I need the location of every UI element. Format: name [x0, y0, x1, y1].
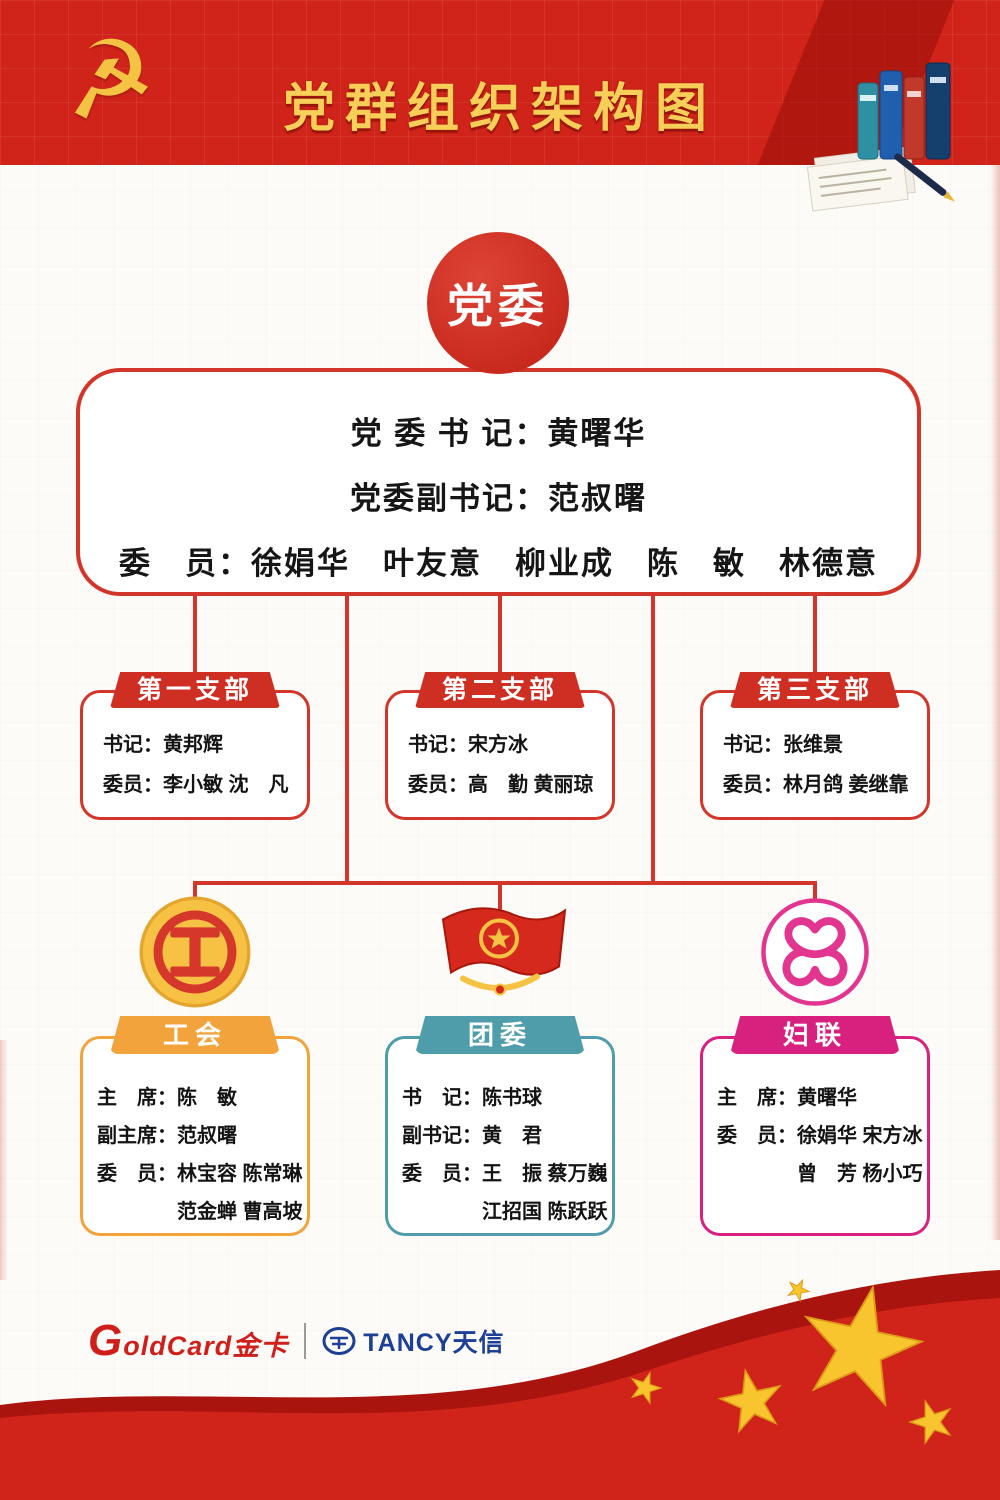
logo-divider [304, 1323, 307, 1359]
root-node-party-committee: 党委 [427, 232, 569, 374]
league-header: 团委 [415, 1016, 585, 1054]
deputy-secretary-line: 党委副书记：范叔曙 [350, 480, 647, 516]
connector-line [345, 596, 349, 885]
branch-3-header: 第三支部 [730, 672, 900, 708]
womens-federation-icon [761, 898, 869, 1006]
women-chair-row: 主 席：黄曙华 [717, 1087, 857, 1109]
party-committee-box: 党 委 书 记：黄曙华 党委副书记：范叔曙 委 员：徐娟华 叶友意 柳业成 陈 … [76, 368, 921, 596]
union-header: 工会 [110, 1016, 280, 1054]
branch-3-members-row: 委员：林月鸽 姜继靠 [723, 774, 909, 796]
books-pen-illustration [806, 62, 955, 212]
branch-1-header: 第一支部 [110, 672, 280, 708]
league-secretary-row: 书 记：陈书球 [402, 1087, 542, 1109]
women-members-row-2: 曾 芳 杨小巧 [717, 1163, 923, 1185]
league-members-row-2: 江招国 陈跃跃 [402, 1201, 608, 1223]
branch-2-box: 书记：宋方冰 委员：高 勤 黄丽琼 [385, 690, 615, 820]
poster-title: 党群组织架构图 [282, 80, 717, 138]
union-members-row-1: 委 员：林宝容 陈常琳 [97, 1163, 303, 1185]
right-edge-tint [990, 165, 1000, 1240]
connector-line [651, 596, 655, 885]
pen-icon [894, 153, 955, 202]
tancy-mark-icon [322, 1327, 356, 1355]
branch-1-box: 书记：黄邦辉 委员：李小敏 沈 凡 [80, 690, 310, 820]
members-line: 委 员：徐娟华 叶友意 柳业成 陈 敏 林德意 [119, 545, 878, 581]
tancy-logo-text: TANCY天信 [363, 1329, 505, 1357]
union-members-row-2: 范金蝉 曹高坡 [97, 1201, 303, 1223]
branch-2-secretary-row: 书记：宋方冰 [408, 734, 528, 756]
league-members-row-1: 委 员：王 振 蔡万巍 [402, 1163, 608, 1185]
connector-line [193, 881, 817, 885]
union-vicechair-row: 副主席：范叔曙 [97, 1125, 237, 1147]
goldcard-logo: GoldCard金卡 [88, 1316, 289, 1365]
branch-3-secretary-row: 书记：张维景 [723, 734, 843, 756]
book-stack-icon [857, 62, 951, 160]
left-edge-tint [0, 1040, 8, 1280]
bright-wave-shape [0, 1298, 1000, 1500]
footer-logos: GoldCard金卡 TANCY天信 [88, 1316, 505, 1366]
league-deputy-row: 副书记：黄 君 [402, 1125, 542, 1147]
union-box: 主 席：陈 敏 副主席：范叔曙 委 员：林宝容 陈常琳 范金蝉 曹高坡 [80, 1036, 310, 1236]
connector-line [193, 596, 197, 674]
connector-line [813, 596, 817, 674]
youth-league-icon [441, 907, 567, 996]
secretary-line: 党 委 书 记：黄曙华 [350, 415, 647, 451]
league-box: 书 记：陈书球 副书记：黄 君 委 员：王 振 蔡万巍 江招国 陈跃跃 [385, 1036, 615, 1236]
connector-line [498, 881, 502, 926]
connector-line [498, 596, 502, 674]
branch-1-secretary-row: 书记：黄邦辉 [103, 734, 223, 756]
branch-2-members-row: 委员：高 勤 黄丽琼 [408, 774, 594, 796]
women-box: 主 席：黄曙华 委 员：徐娟华 宋方冰 曾 芳 杨小巧 [700, 1036, 930, 1236]
title-banner: ☭ 党群组织架构图 [0, 0, 1000, 165]
bottom-wave-decoration [0, 1270, 1000, 1500]
branch-1-members-row: 委员：李小敏 沈 凡 [103, 774, 289, 796]
tancy-logo: TANCY天信 [322, 1323, 504, 1359]
labor-union-icon [139, 896, 251, 1008]
women-members-row-1: 委 员：徐娟华 宋方冰 [717, 1125, 923, 1147]
gold-stars-icon [630, 1278, 952, 1445]
branch-2-header: 第二支部 [415, 672, 585, 708]
women-header: 妇联 [730, 1016, 900, 1054]
branch-3-box: 书记：张维景 委员：林月鸽 姜继靠 [700, 690, 930, 820]
union-chair-row: 主 席：陈 敏 [97, 1087, 237, 1109]
